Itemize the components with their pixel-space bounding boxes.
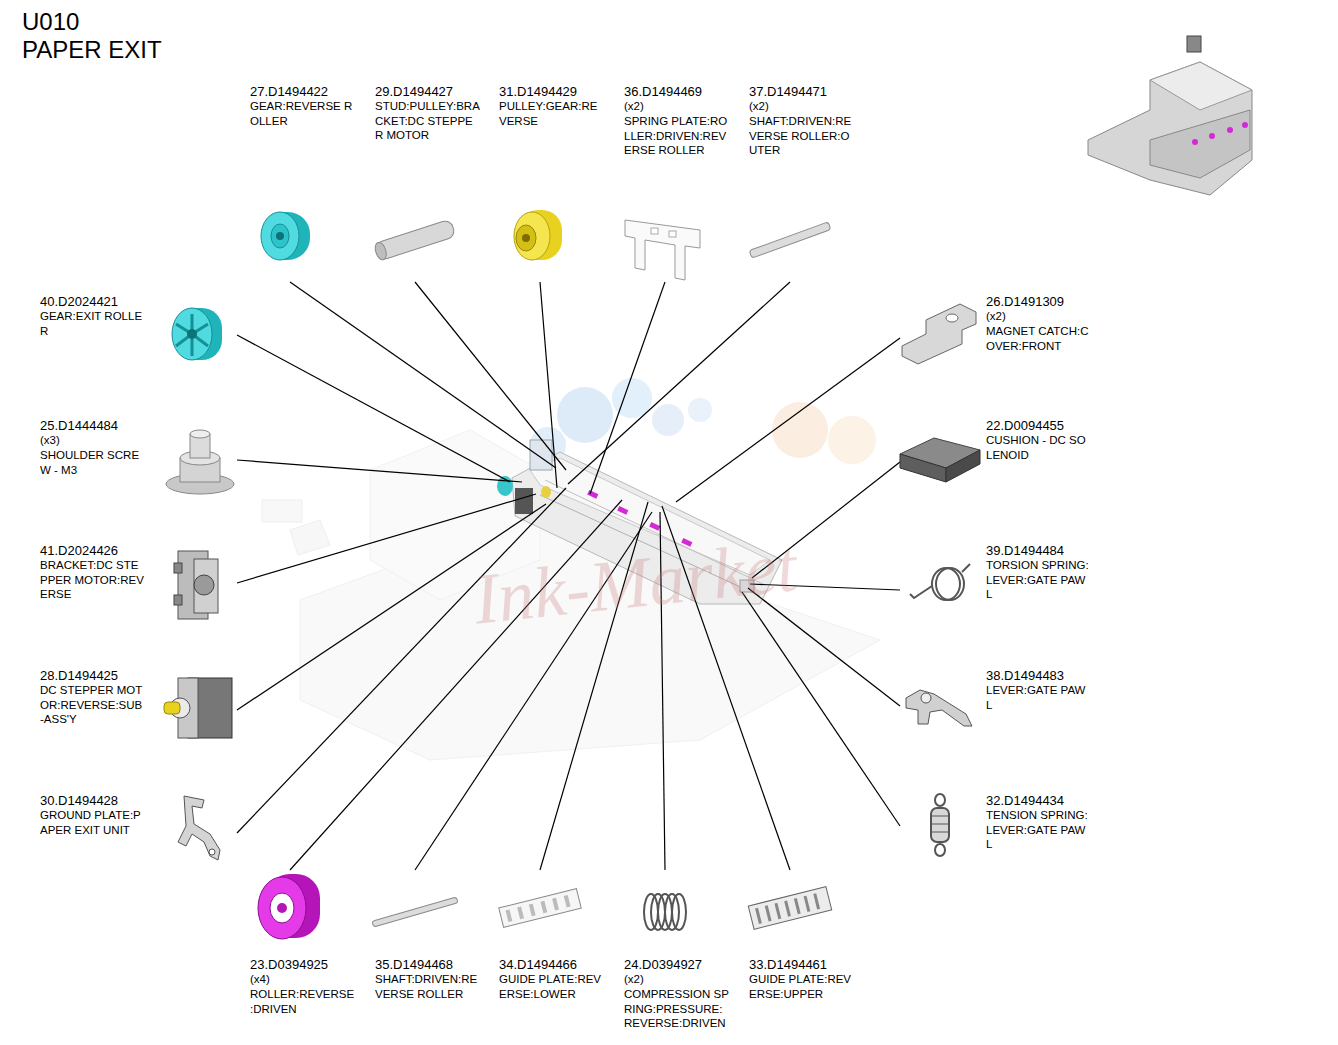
quantity: (x3) <box>40 433 60 448</box>
watermark: Ink-Market <box>470 526 800 639</box>
part-number: 24.D0394927 <box>624 957 702 973</box>
part-number: 23.D0394925 <box>250 957 328 973</box>
part-number: 40.D2024421 <box>40 294 118 310</box>
part-name: GEAR:REVERSE R OLLER <box>250 99 356 128</box>
part-number: 22.D0094455 <box>986 418 1064 434</box>
tension-spring-icon <box>931 794 949 856</box>
part-name: ROLLER:REVERSE :DRIVEN <box>250 987 356 1016</box>
part-number: 41.D2024426 <box>40 543 118 559</box>
stud-icon <box>373 219 456 261</box>
reverse-driven-roller-icon <box>258 874 320 939</box>
part-number: 39.D1494484 <box>986 543 1064 559</box>
part-number: 25.D1444484 <box>40 418 118 434</box>
part-number: 28.D1494425 <box>40 668 118 684</box>
part-name: GROUND PLATE:P APER EXIT UNIT <box>40 808 146 837</box>
part-name: PULLEY:GEAR:RE VERSE <box>499 99 605 128</box>
motor-bracket-icon <box>174 551 218 619</box>
part-name: MAGNET CATCH:C OVER:FRONT <box>986 324 1092 353</box>
part-name: CUSHION - DC SO LENOID <box>986 433 1092 462</box>
gear-exit-roller-icon <box>172 308 222 360</box>
torsion-spring-icon <box>910 564 970 600</box>
part-name: DC STEPPER MOT OR:REVERSE:SUB -ASS'Y <box>40 683 146 727</box>
page-title: U010 PAPER EXIT <box>22 8 172 64</box>
cushion-icon <box>900 438 980 482</box>
part-number: 31.D1494429 <box>499 84 577 100</box>
part-name: GUIDE PLATE:REV ERSE:UPPER <box>749 972 855 1001</box>
shoulder-screw-icon <box>166 430 234 494</box>
part-number: 38.D1494483 <box>986 668 1064 684</box>
part-number: 35.D1494468 <box>375 957 453 973</box>
part-number: 29.D1494427 <box>375 84 453 100</box>
pulley-gear-icon <box>514 210 562 260</box>
quantity: (x2) <box>624 972 644 987</box>
part-name: COMPRESSION SP RING:PRESSURE: REVERSE:DR… <box>624 987 730 1031</box>
quantity: (x4) <box>250 972 270 987</box>
driven-shaft-icon <box>372 897 458 927</box>
part-name: GEAR:EXIT ROLLE R <box>40 309 146 338</box>
part-name: STUD:PULLEY:BRA CKET:DC STEPPE R MOTOR <box>375 99 481 143</box>
guide-plate-lower-icon <box>499 889 581 928</box>
unit-thumbnail <box>1088 36 1252 195</box>
part-name: LEVER:GATE PAW L <box>986 683 1092 712</box>
part-number: 34.D1494466 <box>499 957 577 973</box>
part-name: SHAFT:DRIVEN:RE VERSE ROLLER <box>375 972 481 1001</box>
leader-lines <box>237 282 900 870</box>
part-number: 27.D1494422 <box>250 84 328 100</box>
quantity: (x2) <box>624 99 644 114</box>
part-name: SPRING PLATE:RO LLER:DRIVEN:REV ERSE ROL… <box>624 114 730 158</box>
part-number: 36.D1494469 <box>624 84 702 100</box>
part-name: SHOULDER SCRE W - M3 <box>40 448 146 477</box>
part-number: 32.D1494434 <box>986 793 1064 809</box>
ground-plate-icon <box>178 796 220 860</box>
ghost-unit <box>262 430 880 760</box>
part-name: BRACKET:DC STE PPER MOTOR:REV ERSE <box>40 558 146 602</box>
part-name: SHAFT:DRIVEN:RE VERSE ROLLER:O UTER <box>749 114 855 158</box>
compression-spring-icon <box>644 894 686 930</box>
part-number: 37.D1494471 <box>749 84 827 100</box>
guide-plate-upper-icon <box>748 887 831 930</box>
quantity: (x2) <box>749 99 769 114</box>
quantity: (x2) <box>986 309 1006 324</box>
watermark-dots <box>530 378 876 464</box>
part-number: 30.D1494428 <box>40 793 118 809</box>
magnet-catch-icon <box>902 304 976 364</box>
spring-plate-icon <box>625 220 700 280</box>
part-name: GUIDE PLATE:REV ERSE:LOWER <box>499 972 605 1001</box>
gear-reverse-roller-icon <box>261 212 310 260</box>
gate-pawl-lever-icon <box>906 690 972 726</box>
part-name: TENSION SPRING: LEVER:GATE PAW L <box>986 808 1092 852</box>
part-number: 33.D1494461 <box>749 957 827 973</box>
part-name: TORSION SPRING: LEVER:GATE PAW L <box>986 558 1092 602</box>
part-number: 26.D1491309 <box>986 294 1064 310</box>
shaft-icon <box>749 222 831 258</box>
stepper-motor-icon <box>164 678 232 738</box>
